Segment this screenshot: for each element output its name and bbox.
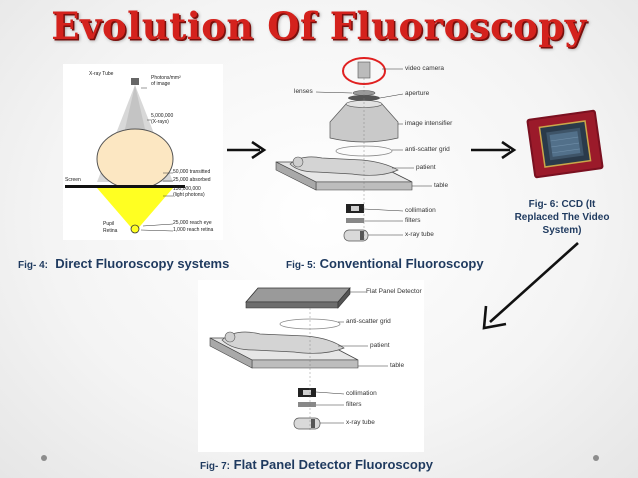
fig4-label-v4b: (light photons) — [173, 192, 205, 198]
fig7-xray-tube — [293, 417, 321, 430]
fig4-light-cone — [97, 188, 173, 232]
fig5-label-image-intensifier: image intensifier — [405, 120, 453, 127]
fig4-label-photons-head: Photons/mm² — [151, 75, 181, 81]
fig7-label-anti-scatter: anti-scatter grid — [346, 318, 391, 325]
fig5-label-anti-scatter: anti-scatter grid — [405, 146, 450, 153]
fig5-label-collimation: collimation — [405, 207, 436, 214]
fig5-filters — [346, 218, 364, 223]
fig5-diagram — [275, 57, 432, 242]
slide-dot-left — [41, 455, 47, 461]
fig4-caption-text: Direct Fluoroscopy systems — [55, 256, 230, 271]
fig5-caption: Fig- 5: Conventional Fluoroscopy — [286, 256, 484, 271]
fig4-diagram — [65, 78, 185, 234]
fig7-patient — [221, 331, 345, 354]
slide-dot-right — [593, 455, 599, 461]
fig5-video-camera — [357, 61, 371, 79]
fig4-label-photons-head2: of image — [151, 81, 171, 87]
fig7-flat-panel — [245, 287, 351, 303]
ccd-chip-image — [526, 109, 604, 179]
fig5-label-aperture: aperture — [405, 90, 430, 97]
fig5-label-video-camera: video camera — [405, 65, 445, 72]
fig5-label-table: table — [434, 182, 449, 189]
fig4-label-retina: Retina — [103, 228, 118, 234]
fig4-screen — [65, 185, 185, 188]
fig6-caption-line1: Fig- 6: CCD (It — [528, 199, 596, 210]
fig7-panel: Flat Panel Detector anti-scatter grid pa… — [198, 280, 424, 452]
arrow-right-icon — [227, 140, 267, 160]
fig5-caption-text: Conventional Fluoroscopy — [319, 256, 484, 271]
fig7-caption-text: Flat Panel Detector Fluoroscopy — [233, 457, 433, 472]
fig7-filters — [298, 402, 316, 407]
fig4-caption: Fig- 4: Direct Fluoroscopy systems — [18, 256, 229, 271]
fig7-label-flat-panel: Flat Panel Detector — [366, 288, 422, 295]
fig4-tube — [131, 78, 139, 85]
fig4-label-v3: 25,000 absorbed — [173, 177, 211, 183]
fig4-label-v4: 130,000,000 — [173, 186, 201, 192]
fig4-label-xray-tube: X-ray Tube — [89, 71, 114, 77]
fig4-label-v5: 25,000 reach eye — [173, 220, 212, 226]
fig5-label-xray-tube: x-ray tube — [405, 231, 434, 238]
fig6-caption: Fig- 6: CCD (It Replaced The Video Syste… — [506, 198, 618, 237]
fig5-label-patient: patient — [416, 164, 436, 171]
fig5-xray-tube — [343, 229, 369, 242]
fig4-label-v1: 5,000,000 — [151, 113, 174, 119]
fig4-eye — [130, 224, 140, 234]
arrow-down-left-icon — [482, 242, 579, 330]
fig4-panel: X-ray Tube Photons/mm² of image 5,000,00… — [63, 64, 223, 240]
fig7-label-patient: patient — [370, 342, 390, 349]
fig4-caption-prefix: Fig- 4: — [18, 260, 48, 271]
fig5-caption-prefix: Fig- 5: — [286, 260, 316, 271]
fig7-label-xray-tube: x-ray tube — [346, 419, 375, 426]
fig5-patient — [289, 156, 399, 176]
fig4-label-v1b: (X-rays) — [151, 119, 169, 125]
fig7-label-filters: filters — [346, 401, 362, 408]
fig4-label-v6: 1,000 reach retina — [173, 227, 214, 233]
fig7-diagram — [209, 287, 388, 430]
slide-title: Evolution Of Fluoroscopy — [51, 4, 587, 48]
fig5-panel: video camera lenses aperture image inten… — [262, 54, 474, 254]
fig7-caption: Fig- 7: Flat Panel Detector Fluoroscopy — [200, 457, 433, 472]
fig4-label-pupil: Pupil — [103, 221, 115, 227]
fig4-ellipse — [96, 128, 174, 190]
arrow-right-icon — [471, 140, 517, 160]
fig4-label-v2: 50,000 transitted — [173, 169, 211, 175]
fig7-caption-prefix: Fig- 7: — [200, 461, 230, 472]
fig5-label-lenses: lenses — [294, 88, 313, 95]
fig4-label-screen: Screen — [65, 177, 81, 183]
fig6-caption-line3: System) — [542, 225, 582, 236]
fig7-label-table: table — [390, 362, 405, 369]
fig7-label-collimation: collimation — [346, 390, 377, 397]
fig5-label-filters: filters — [405, 217, 421, 224]
fig6-caption-line2: Replaced The Video — [514, 212, 610, 223]
